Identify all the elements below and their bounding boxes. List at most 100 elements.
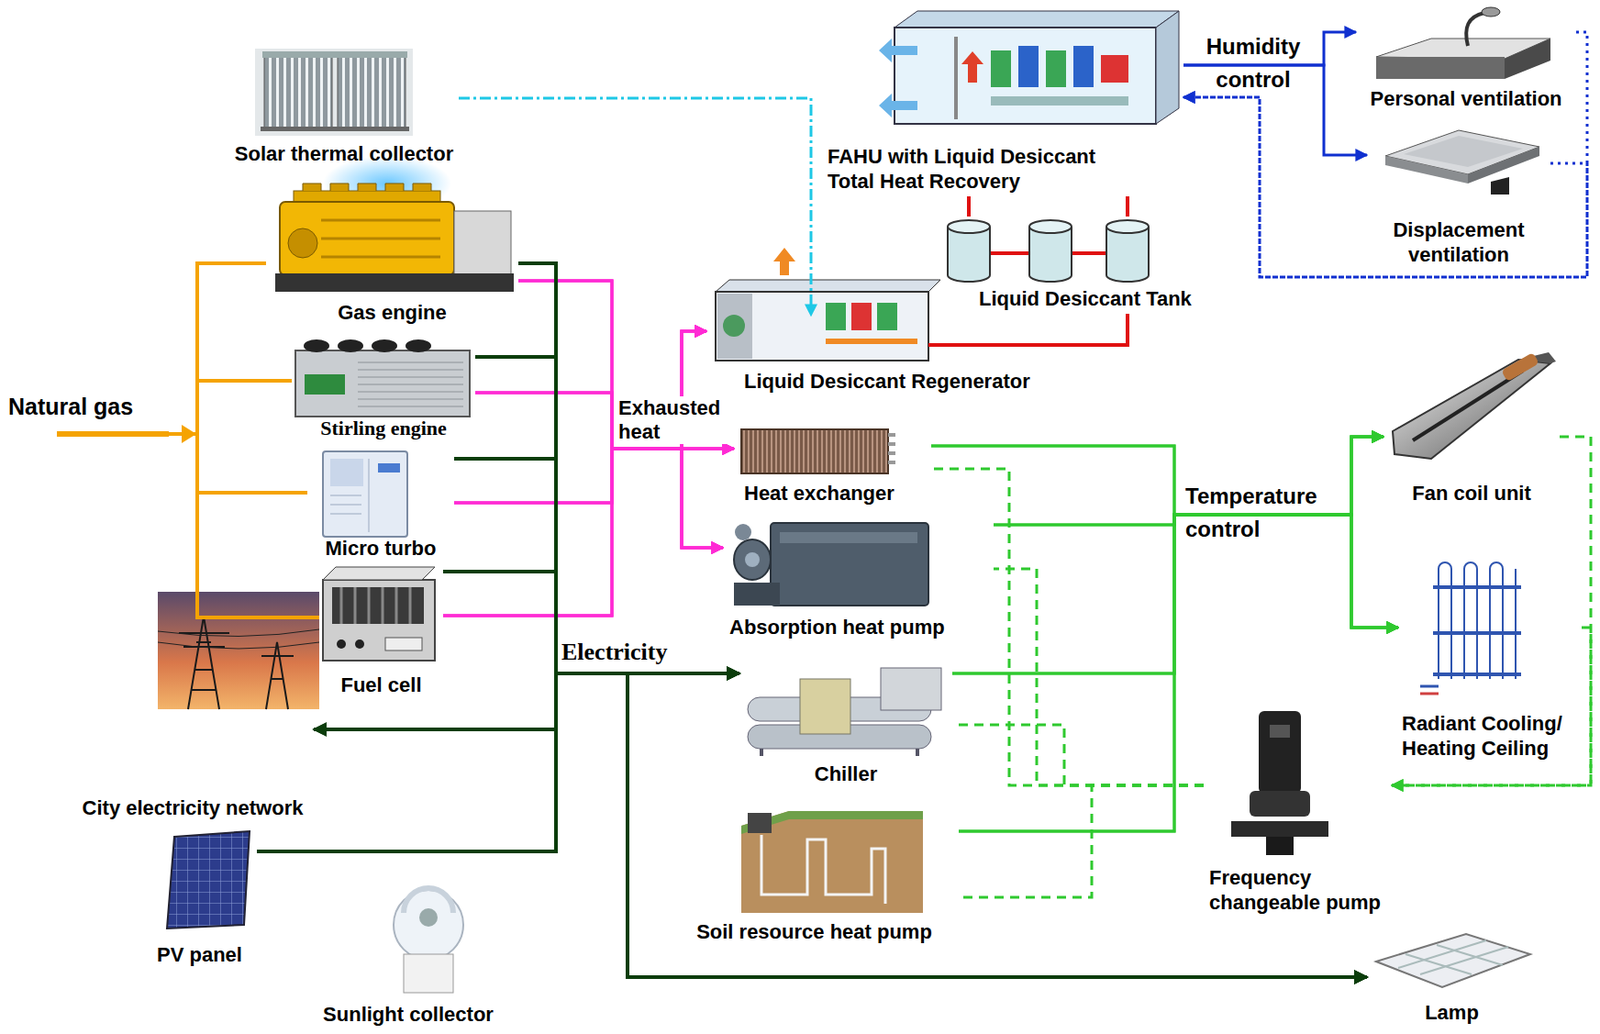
personal-ventilation-picture-part — [1466, 12, 1485, 46]
fahu-picture — [878, 11, 1179, 124]
fuel-cell-picture-part — [355, 639, 365, 649]
stirling-engine-picture-part — [295, 350, 470, 417]
stirling-engine-picture-part — [303, 339, 330, 353]
soil-heat-pump-picture — [741, 811, 923, 913]
desiccant-tank-picture-part — [947, 220, 990, 234]
component-node: Frequency changeable pump — [1203, 700, 1392, 918]
absorption-heat-pump-picture-part — [744, 552, 760, 567]
desiccant-tank-picture-part — [1106, 220, 1149, 234]
solar-collector-picture — [255, 48, 413, 136]
sunlight-collector-picture-part — [419, 908, 438, 927]
fahu-picture-part — [1018, 45, 1039, 88]
flow-connector — [443, 571, 1367, 978]
component-node: Fuel cell — [319, 564, 444, 700]
gas-supply-arrow-part — [56, 431, 169, 437]
node-label: Gas engine — [337, 300, 447, 325]
fan-coil-picture-part — [1392, 359, 1551, 459]
soil-heat-pump-picture-part — [761, 834, 886, 904]
flow-connector — [256, 673, 740, 852]
heat-exchanger-picture-part — [741, 429, 889, 474]
flow-label: Electricity — [561, 638, 668, 667]
node-label: Radiant Cooling/ Heating Ceiling — [1401, 711, 1578, 761]
regenerator-picture-part — [877, 302, 898, 331]
node-label: Solar thermal collector — [234, 142, 454, 167]
personal-ventilation-picture-part — [1504, 38, 1551, 79]
fahu-picture-part — [954, 36, 958, 120]
heat-exchanger-picture-part — [888, 434, 896, 463]
micro-turbo-picture-part — [330, 458, 369, 533]
fahu-picture-part — [990, 96, 1129, 106]
node-label: PV panel — [156, 943, 243, 967]
flow-connector — [958, 785, 1204, 898]
regenerator-picture-part — [715, 291, 929, 361]
node-label: Natural gas — [8, 392, 134, 421]
fahu-picture-part — [1073, 45, 1094, 88]
regenerator-picture-part — [715, 279, 941, 292]
flow-connector — [966, 196, 971, 217]
gas-engine-picture-part — [288, 228, 318, 258]
solar-collector-picture-part — [337, 55, 406, 129]
chiller-picture-part — [761, 748, 918, 756]
fahu-picture-part — [961, 51, 984, 83]
micro-turbo-picture-part — [322, 451, 408, 537]
flow-connector — [1183, 97, 1588, 278]
component-node: Natural gas — [5, 390, 167, 446]
flow-label: Temperature control — [1185, 479, 1342, 546]
component-node: Displacement ventilation — [1366, 124, 1551, 270]
node-label: Chiller — [814, 762, 878, 787]
flow-connector — [475, 392, 734, 449]
radiant-ceiling-picture — [1420, 562, 1522, 694]
regenerator-picture-part — [928, 343, 1037, 347]
gas-engine-picture-part — [279, 201, 455, 276]
chiller-picture-part — [880, 667, 942, 711]
radiant-ceiling-picture-part — [1438, 562, 1503, 569]
sunlight-collector-picture — [393, 888, 464, 993]
pump-picture — [1231, 711, 1329, 856]
power-tower-picture-part — [157, 629, 320, 649]
lamp-picture-part — [1398, 940, 1509, 975]
fahu-picture-part — [1100, 55, 1129, 83]
flow-connector — [1391, 627, 1591, 786]
fan-coil-picture — [1392, 352, 1556, 459]
pump-picture-part — [1258, 711, 1301, 794]
personal-ventilation-picture-part — [1376, 56, 1505, 79]
node-label: Personal ventilation — [1369, 87, 1562, 112]
personal-ventilation-picture-part — [1481, 7, 1500, 17]
desiccant-tank-picture — [947, 220, 1149, 282]
flow-connector — [1391, 436, 1591, 786]
power-tower-picture-part — [157, 591, 320, 710]
fuel-cell-picture-part — [341, 587, 411, 624]
fahu-picture-part — [1155, 11, 1179, 124]
absorption-heat-pump-picture — [733, 522, 929, 606]
desiccant-tank-picture-part — [1029, 220, 1072, 234]
component-node: Heat exchanger — [733, 423, 932, 509]
sunlight-collector-picture-part — [403, 954, 454, 993]
power-tower-picture — [157, 591, 320, 710]
fuel-cell-picture — [322, 566, 435, 661]
flow-connector — [952, 724, 1204, 786]
solar-collector-picture-part — [255, 48, 413, 136]
absorption-heat-pump-picture-part — [733, 539, 771, 580]
node-label: Sunlight collector — [322, 1002, 494, 1027]
stirling-engine-picture-part — [405, 339, 432, 353]
fahu-picture-part — [878, 38, 918, 63]
fahu-picture-part — [894, 11, 1179, 28]
radiant-ceiling-picture-part — [1420, 685, 1439, 689]
node-label: Fan coil unit — [1411, 481, 1532, 506]
flow-connector — [443, 448, 734, 616]
radiant-ceiling-picture-part — [1420, 692, 1439, 696]
component-node: City electricity network — [71, 623, 314, 823]
personal-ventilation-picture — [1376, 7, 1551, 79]
absorption-heat-pump-picture-part — [734, 523, 752, 541]
displacement-ventilation-picture-part — [1403, 135, 1523, 167]
component-node: Personal ventilation — [1355, 5, 1577, 114]
lamp-picture — [1376, 933, 1531, 988]
component-node: Soil resource heat pump — [669, 807, 959, 947]
flow-connector — [958, 514, 1399, 832]
displacement-ventilation-picture-part — [1490, 177, 1510, 195]
gas-engine-picture-part — [275, 273, 514, 292]
component-node: Sunlight collector — [316, 880, 500, 1030]
flow-connector — [166, 433, 320, 618]
fahu-picture-part — [990, 50, 1012, 88]
